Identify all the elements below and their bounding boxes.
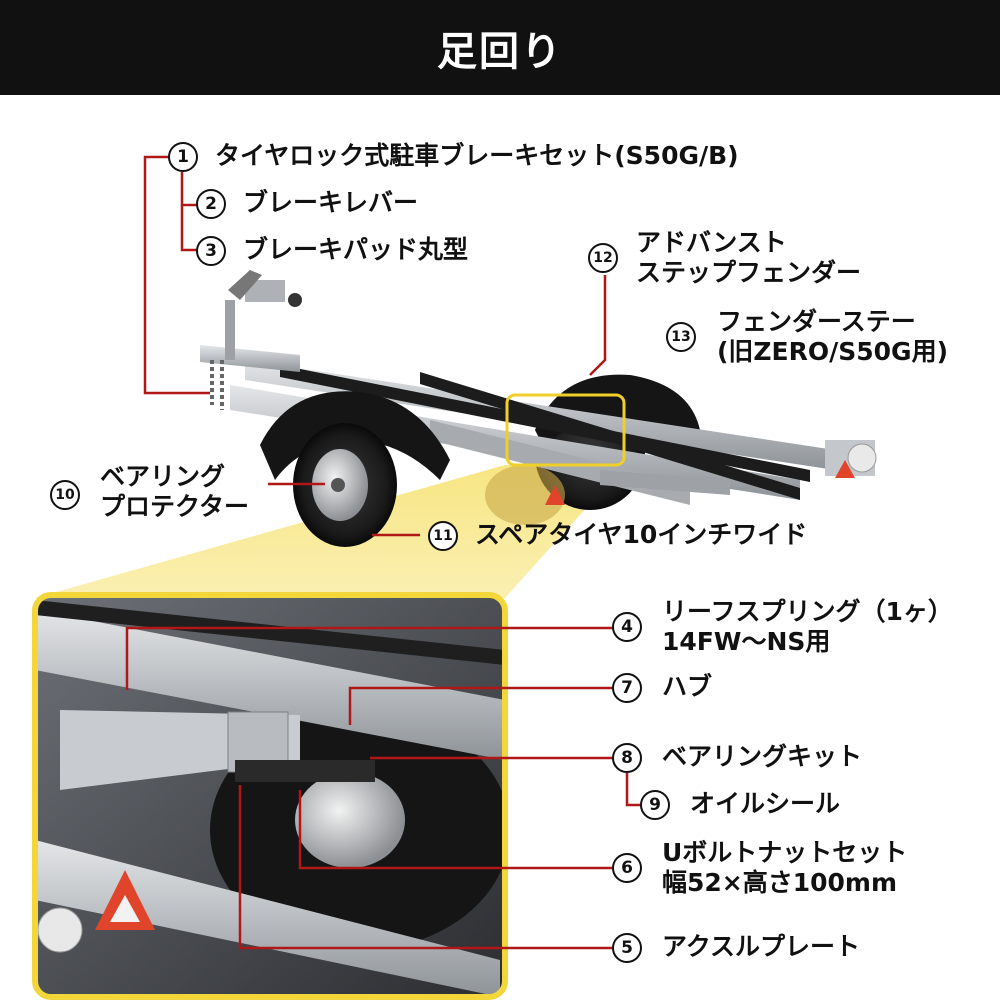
part-label-brake-lever: ブレーキレバー <box>243 188 419 217</box>
callout-number-3: 3 <box>196 236 226 266</box>
callout-number-10: 10 <box>50 480 80 510</box>
part-label-leaf-spring-line1: リーフスプリング（1ヶ） <box>662 597 953 626</box>
callout-number-1: 1 <box>168 142 198 172</box>
callout-number-13: 13 <box>666 322 696 352</box>
part-label-step-fender: アドバンスト ステップフェンダー <box>636 228 861 288</box>
callout-number-11: 11 <box>428 521 458 551</box>
detail-highlight-box <box>505 393 626 467</box>
part-label-step-fender-line1: アドバンスト <box>636 228 787 257</box>
part-label-parking-brake-set: タイヤロック式駐車ブレーキセット(S50G/B) <box>215 141 739 170</box>
header-bar: 足回り <box>0 0 1000 95</box>
page-title: 足回り <box>437 28 563 75</box>
callout-lines <box>125 155 642 950</box>
part-label-spare-tire: スペアタイヤ10インチワイド <box>475 520 808 549</box>
callout-number-6: 6 <box>612 853 642 883</box>
callout-number-5: 5 <box>612 933 642 963</box>
zoom-detail-panel <box>32 592 508 1000</box>
part-label-bearing-protector: ベアリング プロテクター <box>100 462 249 522</box>
part-label-fender-stay-line2: (旧ZERO/S50G用) <box>717 337 949 366</box>
part-label-axle-plate: アクスルプレート <box>662 932 861 961</box>
part-label-bearing-protector-line2: プロテクター <box>100 492 250 521</box>
part-label-u-bolt-nut-set-line1: Uボルトナットセット <box>662 838 908 867</box>
part-label-fender-stay: フェンダーステー (旧ZERO/S50G用) <box>717 307 948 367</box>
part-label-brake-pad: ブレーキパッド丸型 <box>243 235 469 264</box>
part-label-step-fender-line2: ステップフェンダー <box>636 258 862 287</box>
part-label-leaf-spring-line2: 14FW～NS用 <box>662 627 831 656</box>
part-label-oil-seal: オイルシール <box>690 789 841 818</box>
part-label-u-bolt-nut-set-line2: 幅52×高さ100mm <box>662 868 898 897</box>
callout-number-12: 12 <box>588 243 618 273</box>
trailer-photo <box>200 270 877 547</box>
callout-number-2: 2 <box>196 189 226 219</box>
part-label-hub: ハブ <box>662 672 713 701</box>
callout-number-4: 4 <box>612 612 642 642</box>
part-label-u-bolt-nut-set: Uボルトナットセット 幅52×高さ100mm <box>662 838 907 898</box>
part-label-bearing-protector-line1: ベアリング <box>100 462 226 491</box>
callout-number-7: 7 <box>612 673 642 703</box>
part-label-bearing-kit: ベアリングキット <box>662 742 863 771</box>
part-label-fender-stay-line1: フェンダーステー <box>717 307 916 336</box>
callout-number-9: 9 <box>640 790 670 820</box>
part-label-leaf-spring: リーフスプリング（1ヶ） 14FW～NS用 <box>662 597 953 657</box>
callout-number-8: 8 <box>612 743 642 773</box>
